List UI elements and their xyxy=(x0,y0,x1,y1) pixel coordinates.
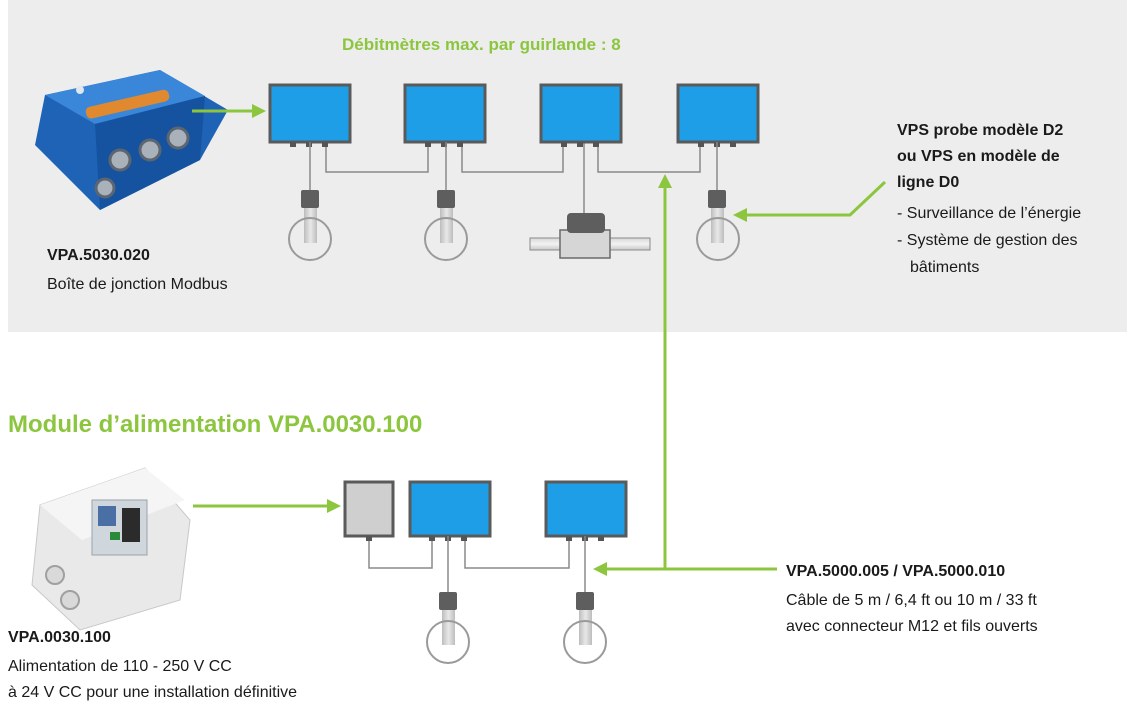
bottom-bus-wiring xyxy=(368,535,570,569)
probe-bullet-1: - Surveillance de l’énergie xyxy=(897,205,1082,222)
probe-sensor-icon xyxy=(563,536,607,664)
power-module-heading: Module d’alimentation VPA.0030.100 xyxy=(8,411,423,438)
flowmeter-device-icon xyxy=(408,480,492,541)
max-flowmeters-label: Débitmètres max. par guirlande : 8 xyxy=(342,35,621,54)
power-module-line-2: à 24 V CC pour une installation définiti… xyxy=(8,684,298,701)
probe-title-line-1: VPS probe modèle D2 xyxy=(897,122,1064,139)
top-panel xyxy=(8,0,1127,332)
flowmeter-device-icon xyxy=(268,83,352,147)
flowmeter-device-icon xyxy=(539,83,623,147)
flowmeter-device-icon xyxy=(544,480,628,541)
green-arrowheads xyxy=(252,104,747,576)
probe-bullet-3: bâtiments xyxy=(910,259,980,276)
power-module-device-icon xyxy=(343,480,395,541)
power-module-code: VPA.0030.100 xyxy=(8,629,111,646)
cable-line-1: Câble de 5 m / 6,4 ft ou 10 m / 33 ft xyxy=(786,592,1037,609)
probe-title-line-2: ou VPS en modèle de xyxy=(897,148,1060,165)
flowmeter-device-icon xyxy=(403,83,487,147)
probe-sensor-icon xyxy=(288,142,332,261)
power-module-line-1: Alimentation de 110 - 250 V CC xyxy=(8,658,232,675)
green-connectors xyxy=(192,109,887,571)
power-module-photo xyxy=(31,467,191,631)
junction-box-code: VPA.5030.020 xyxy=(47,247,150,264)
probe-bullet-2: - Système de gestion des xyxy=(897,232,1078,249)
junction-box-name: Boîte de jonction Modbus xyxy=(47,276,228,293)
top-bus-wiring xyxy=(325,140,701,215)
flowmeter-device-icon xyxy=(676,83,760,147)
cable-line-2: avec connecteur M12 et fils ouverts xyxy=(786,618,1038,635)
modbus-junction-box-photo xyxy=(35,70,228,210)
inline-sensor-icon xyxy=(529,213,651,259)
probe-sensor-icon xyxy=(424,142,468,261)
cable-code: VPA.5000.005 / VPA.5000.010 xyxy=(786,563,1006,580)
probe-sensor-icon xyxy=(696,142,740,261)
probe-title-line-3: ligne D0 xyxy=(897,174,960,191)
probe-sensor-icon xyxy=(426,536,470,664)
